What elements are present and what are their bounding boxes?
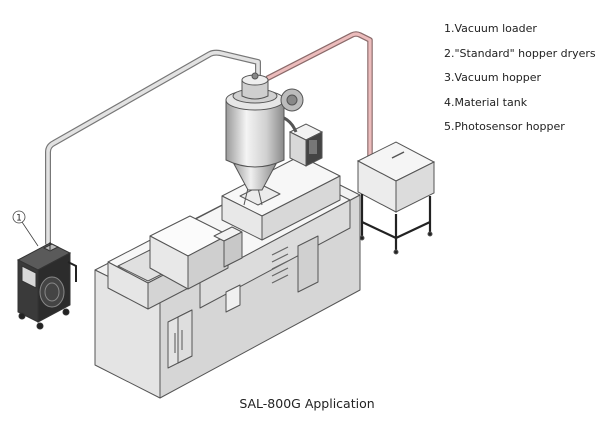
figure-caption: SAL-800G Application (239, 396, 375, 411)
grey-conveying-pipe (45, 49, 261, 246)
legend-item-hopper-dryers: 2."Standard" hopper dryers (444, 46, 596, 60)
callout-1-label: 1 (16, 214, 22, 224)
hopper-dryer (225, 72, 324, 206)
vacuum-loader (16, 242, 77, 330)
legend-item-material-tank: 4.Material tank (444, 95, 528, 109)
legend-item-photosensor-hopper: 5.Photosensor hopper (444, 120, 565, 133)
red-conveying-pipe (265, 31, 395, 195)
material-tank (356, 141, 436, 255)
legend-item-vacuum-hopper: 3.Vacuum hopper (444, 71, 542, 84)
legend-item-vacuum-loader: 1.Vacuum loader (444, 22, 537, 35)
component-legend: 1.Vacuum loader 2."Standard" hopper drye… (444, 22, 596, 145)
callout-1: 1 (12, 210, 39, 247)
injection-molding-machine (94, 155, 361, 399)
